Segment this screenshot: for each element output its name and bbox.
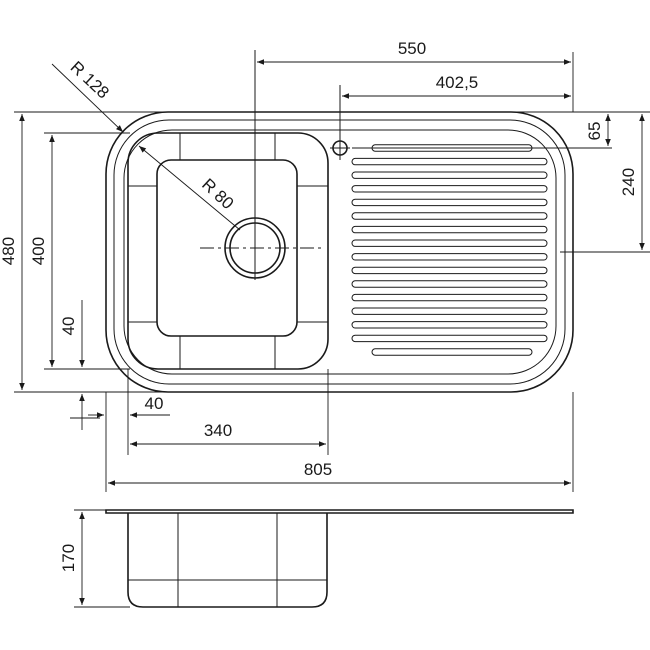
dim-40-vertical-label: 40: [59, 317, 78, 336]
radius-128-label: R 128: [67, 58, 113, 103]
drainer-groove: [371, 348, 533, 356]
dimension-40-vertical: 40: [59, 300, 100, 430]
radius-128: R 128: [51, 58, 124, 133]
dimension-340: 340: [130, 369, 329, 455]
dim-400-label: 400: [29, 237, 48, 265]
drainer-groove: [351, 198, 548, 207]
dim-240-label: 240: [619, 168, 638, 196]
drainer-groove: [351, 266, 548, 275]
drainer-groove: [351, 334, 548, 343]
dimension-480: 480: [0, 111, 210, 393]
drainer-groove: [351, 307, 548, 315]
drainer-groove: [351, 171, 548, 179]
dimension-65: 65: [352, 111, 650, 149]
dimension-40-horizontal: 40: [88, 369, 170, 492]
drainer-groove: [351, 225, 548, 234]
dim-550-label: 550: [398, 39, 426, 58]
radius-80: R 80: [138, 145, 241, 231]
dim-805-label: 805: [304, 460, 332, 479]
dimension-170: 170: [59, 509, 130, 608]
drainer-groove: [351, 253, 548, 261]
drainer-groove: [351, 157, 548, 166]
dim-65-label: 65: [585, 122, 604, 141]
drainer-grooves: [351, 144, 548, 356]
sink-bowl: [127, 132, 329, 370]
drainer-groove: [351, 212, 548, 220]
dim-40-horizontal-label: 40: [145, 394, 164, 413]
dim-340-label: 340: [204, 421, 232, 440]
drainer-groove: [351, 239, 548, 247]
dim-480-label: 480: [0, 237, 18, 265]
dim-402-5-label: 402,5: [436, 73, 479, 92]
drainer-groove: [351, 185, 548, 193]
dimension-400: 400: [29, 132, 130, 370]
radius-80-label: R 80: [198, 175, 237, 213]
dimension-240: 240: [560, 114, 650, 253]
drainer-groove: [351, 321, 548, 329]
drainer-groove: [351, 293, 548, 302]
dimension-805: 805: [108, 392, 574, 492]
drain-hole: [200, 217, 325, 279]
dim-170-label: 170: [59, 544, 78, 572]
sink-side-view: [105, 509, 574, 608]
dimension-402-5: 402,5: [342, 73, 571, 99]
dimension-550: 550: [257, 39, 574, 112]
drainer-groove: [351, 280, 548, 288]
